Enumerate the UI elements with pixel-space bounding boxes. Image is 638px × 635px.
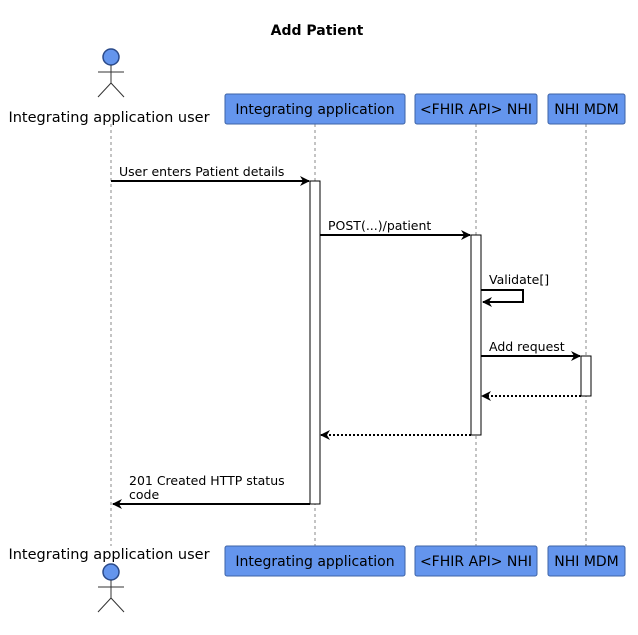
message-arrow <box>481 289 524 307</box>
actor-leg-left-icon <box>97 82 112 98</box>
participant-label: Integrating application <box>235 554 394 570</box>
participant-box <box>224 93 406 125</box>
message-label: POST(...)/patient <box>328 218 431 233</box>
message-label: Add request <box>489 339 565 354</box>
actor-label: Integrating application user <box>8 547 209 563</box>
message-4: Add request <box>481 339 581 361</box>
message-label: Validate[] <box>489 272 549 287</box>
actor-bottom: Integrating application user <box>8 547 210 613</box>
activation-bar-mdm <box>580 355 592 397</box>
actor-top: Integrating application user <box>8 48 210 126</box>
participant-box <box>547 545 626 577</box>
participant-mdm-top: NHI MDM <box>547 93 626 125</box>
message-label: 201 Created HTTP status <box>129 473 285 488</box>
participant-box <box>414 545 538 577</box>
participant-nhi-top: <FHIR API> NHI <box>414 93 538 125</box>
activation-bar-app <box>309 180 321 505</box>
activations-layer <box>309 180 592 505</box>
participant-label: Integrating application <box>235 102 394 118</box>
participant-app-bottom: Integrating application <box>224 545 406 577</box>
diagram-title: Add Patient <box>271 23 364 39</box>
participant-label: NHI MDM <box>554 102 619 118</box>
message-1: User enters Patient details <box>111 164 310 186</box>
participant-box <box>224 545 406 577</box>
message-3: Validate[] <box>481 272 549 307</box>
message-2: POST(...)/patient <box>320 218 471 240</box>
participant-box <box>414 93 538 125</box>
message-label: code <box>129 487 159 502</box>
participants-layer: Integrating application userIntegrating … <box>8 48 626 613</box>
participant-app-top: Integrating application <box>224 93 406 125</box>
actor-head-icon <box>102 563 120 581</box>
participant-box <box>547 93 626 125</box>
actor-leg-left-icon <box>97 597 112 613</box>
participant-label: <FHIR API> NHI <box>420 554 532 570</box>
message-label: User enters Patient details <box>119 164 284 179</box>
actor-leg-right-icon <box>110 82 125 98</box>
participant-label: NHI MDM <box>554 554 619 570</box>
actor-leg-right-icon <box>110 597 125 613</box>
participant-label: <FHIR API> NHI <box>420 102 532 118</box>
actor-head-icon <box>102 48 120 66</box>
participant-nhi-bottom: <FHIR API> NHI <box>414 545 538 577</box>
actor-label: Integrating application user <box>8 110 209 126</box>
messages-layer: User enters Patient detailsPOST(...)/pat… <box>111 164 581 509</box>
participant-mdm-bottom: NHI MDM <box>547 545 626 577</box>
activation-bar-nhi <box>470 234 482 436</box>
